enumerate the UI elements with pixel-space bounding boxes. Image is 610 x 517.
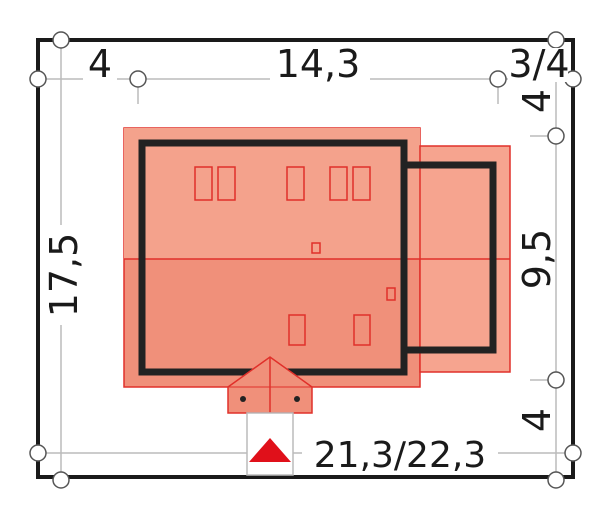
entrance-arrow-icon: [249, 438, 291, 462]
garage-walls: [400, 161, 497, 354]
dim-top-left: 4: [88, 42, 112, 86]
marker-circle: [489, 70, 507, 88]
marker-circle: [29, 70, 47, 88]
marker-circle: [564, 444, 582, 462]
roof-window: [353, 314, 371, 346]
dim-right-middle: 9,5: [515, 229, 559, 289]
label-bg: [508, 48, 568, 82]
roof-window: [286, 166, 305, 201]
label-bg: [520, 220, 554, 298]
vent: [386, 287, 396, 301]
marker-circle: [547, 371, 565, 389]
porch-post: [240, 396, 246, 402]
marker-circle: [29, 444, 47, 462]
roof-window: [217, 166, 236, 201]
dim-right-top: 4: [515, 89, 559, 113]
dimension-markers: [29, 31, 582, 489]
main-roof-upper: [124, 128, 420, 259]
roof-windows-lower: [288, 287, 396, 346]
marker-circle: [129, 70, 147, 88]
label-bg: [270, 48, 370, 82]
marker-circle: [547, 471, 565, 489]
label-bg: [46, 225, 80, 325]
chimney: [311, 242, 321, 254]
label-bg: [83, 48, 117, 82]
dim-top-middle: 14,3: [276, 42, 361, 86]
roof-window: [288, 314, 306, 346]
label-bg: [302, 434, 498, 470]
dim-right-bottom: 4: [515, 408, 559, 432]
marker-circle: [52, 31, 70, 49]
roof-window: [329, 166, 348, 201]
roof-window: [352, 166, 371, 201]
plot-border: [36, 38, 575, 479]
roof-window: [194, 166, 213, 201]
roof-windows-upper: [194, 166, 371, 254]
porch-post: [294, 396, 300, 402]
entrance-porch: [227, 356, 313, 476]
marker-circle: [52, 471, 70, 489]
dim-bottom-label: 21,3/22,3: [314, 435, 486, 476]
marker-circle: [547, 127, 565, 145]
dim-left: 17,5: [42, 233, 86, 318]
dim-top-right: 3/4: [508, 42, 569, 86]
